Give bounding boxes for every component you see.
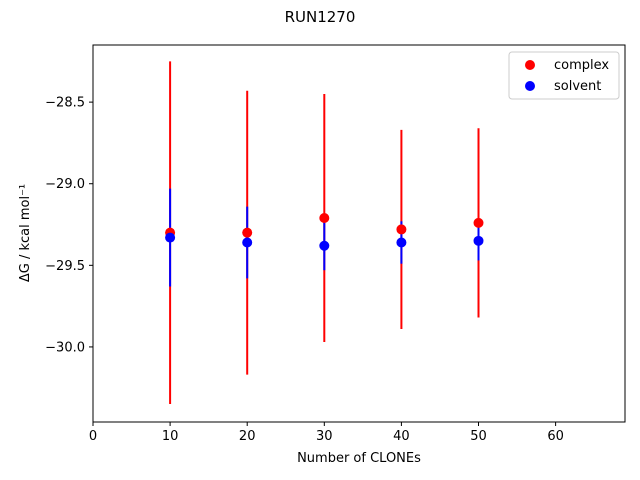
x-tick-label-60: 60: [547, 429, 564, 444]
point-complex-50: [473, 217, 484, 228]
axis-layer: 0 10 20 30 40 50 60 −30.0 −29.5 −29.0 −28.5: [45, 96, 564, 444]
y-tick-label-2: −29.0: [45, 177, 85, 192]
plot-layer: [165, 61, 484, 405]
legend-marker-solvent: [525, 81, 535, 91]
chart-title: RUN1270: [285, 8, 356, 26]
x-tick-label-20: 20: [239, 429, 256, 444]
legend-label-solvent: solvent: [554, 79, 601, 94]
x-tick-label-30: 30: [316, 429, 333, 444]
point-solvent-30: [319, 240, 330, 251]
legend: complex solvent: [508, 51, 620, 100]
x-tick-label-10: 10: [162, 429, 179, 444]
legend-box: [508, 51, 620, 100]
y-tick-label-1: −29.5: [45, 259, 85, 274]
plot-frame: [92, 44, 626, 423]
x-tick-label-0: 0: [89, 429, 97, 444]
x-tick-label-40: 40: [393, 429, 410, 444]
point-complex-40: [396, 224, 407, 235]
legend-marker-complex: [525, 60, 535, 70]
point-solvent-20: [242, 237, 253, 248]
point-solvent-50: [473, 235, 484, 246]
point-complex-30: [319, 212, 330, 223]
point-solvent-10: [165, 232, 176, 243]
y-axis-label: ΔG / kcal mol⁻¹: [18, 184, 33, 282]
x-axis-label: Number of CLONEs: [297, 451, 421, 466]
x-tick-label-50: 50: [470, 429, 487, 444]
point-solvent-40: [396, 237, 407, 248]
y-tick-label-3: −28.5: [45, 96, 85, 111]
legend-label-complex: complex: [554, 58, 609, 73]
point-complex-20: [242, 227, 253, 238]
y-tick-label-0: −30.0: [45, 340, 85, 355]
